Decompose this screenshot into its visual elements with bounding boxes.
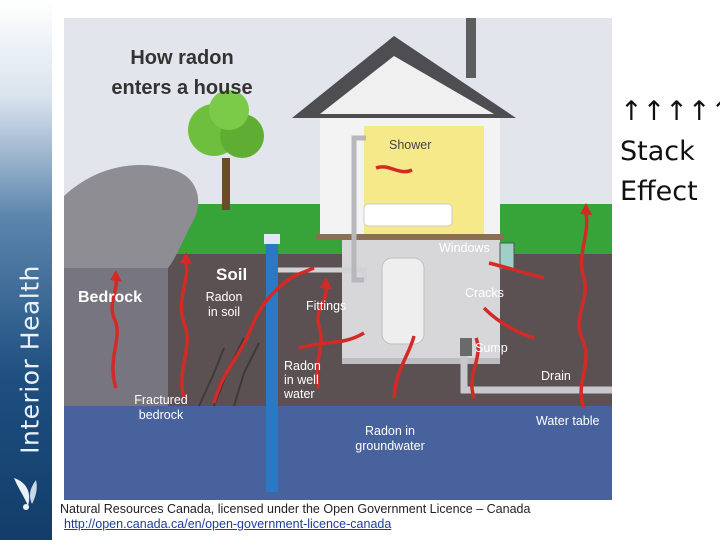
radon-diagram: How radon enters a house Bedrock Soil Ra… [64,18,612,500]
label-shower: Shower [389,138,431,152]
effect-label: Effect [620,176,698,207]
interior-health-logo-icon [14,478,37,510]
bathtub [363,203,453,227]
chimney [466,18,476,78]
label-sump: Sump [475,341,508,355]
label-water-table: Water table [536,414,600,428]
label-radon-in-groundwater: Radon in [365,424,415,438]
label-cracks: Cracks [465,286,504,300]
drain-pipe [460,354,612,394]
image-credit: Natural Resources Canada, licensed under… [60,502,530,532]
licence-link[interactable]: http://open.canada.ca/en/open-government… [64,517,392,531]
tree-trunk [222,158,230,210]
svg-text:enters a house: enters a house [111,77,252,99]
label-soil: Soil [216,265,247,284]
sump-pit [460,338,472,356]
label-radon-in-soil: Radon [206,290,243,304]
label-fittings: Fittings [306,299,346,313]
sidebar-band: Interior Health [0,0,52,540]
diagram-title: How radon [130,47,233,69]
well-pipe [266,240,278,492]
floor-beam [316,234,504,240]
credit-text: Natural Resources Canada, licensed under… [60,502,531,516]
stack-effect-note: ↑↑↑↑↑ Stack Effect [620,92,720,212]
groundwater-layer [64,406,612,500]
svg-text:in well: in well [284,373,319,387]
svg-text:water: water [283,387,315,401]
label-fractured-bedrock: Fractured [134,393,188,407]
radon-flow-arrows [110,165,589,409]
svg-text:in soil: in soil [208,305,240,319]
svg-text:bedrock: bedrock [139,408,184,422]
label-bedrock: Bedrock [78,289,142,306]
label-windows: Windows [439,241,490,255]
stack-label: Stack [620,136,695,167]
label-radon-in-well-water: Radon [284,359,321,373]
water-heater [381,257,425,345]
svg-text:groundwater: groundwater [355,439,425,453]
up-arrows: ↑↑↑↑↑ [620,96,720,127]
label-drain: Drain [541,369,571,383]
